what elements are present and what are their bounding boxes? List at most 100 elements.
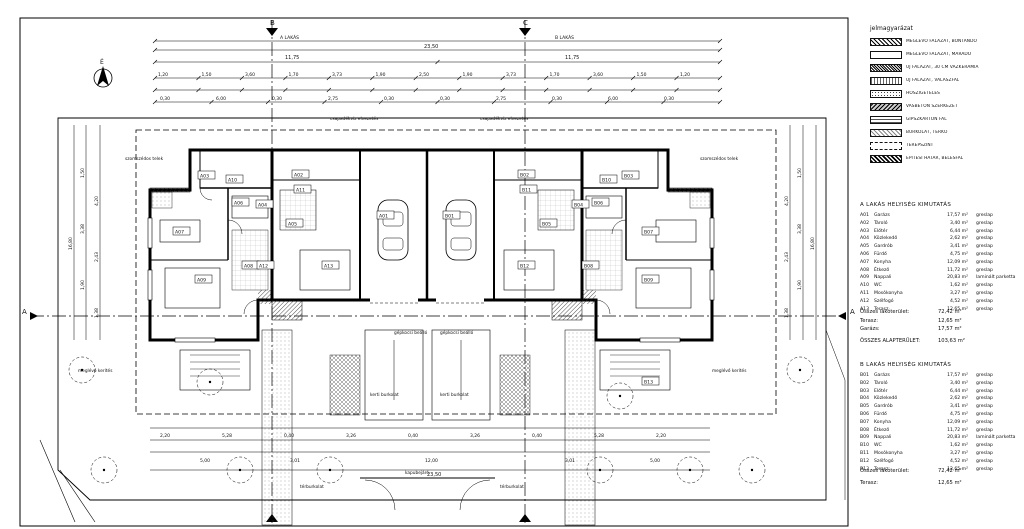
- room-label: A03: [200, 174, 209, 180]
- site-boundary: [57, 117, 827, 501]
- dim-label: 3,60: [245, 72, 255, 78]
- dim-label: 0,30: [160, 96, 170, 102]
- schedule-cell: greslap: [976, 443, 993, 449]
- dim-label-right: 11,75: [565, 55, 579, 61]
- schedule-cell: Tároló: [874, 380, 888, 386]
- schedule-a-summary: Összes lakóterület: 72,42 m²: [860, 309, 1020, 315]
- room-label: A06: [234, 201, 243, 207]
- dim-label: 3,01: [290, 458, 300, 464]
- schedule-cell: greslap: [976, 228, 993, 234]
- schedule-cell: 12,65 m²: [947, 306, 968, 312]
- schedule-cell: Terasz: [874, 466, 889, 472]
- room-tag: A09: [194, 274, 213, 284]
- note-text: szomszédos telek: [125, 155, 164, 162]
- room-label: B10: [602, 178, 611, 184]
- legend-label: TEREPSZINT: [906, 143, 934, 148]
- schedule-cell: B03: [860, 388, 869, 394]
- schedule-cell: greslap: [976, 236, 993, 242]
- legend-item: ÚJ FALAZAT, 30 CM VÁZKERÁMIA: [870, 62, 1020, 73]
- schedule-cell: A07: [860, 259, 869, 265]
- note-text: kapubejáró: [405, 469, 429, 476]
- room-label: A13: [324, 264, 333, 270]
- tree-icon: [586, 456, 614, 484]
- dim-label: 0,40: [532, 433, 542, 439]
- dim-label: 16,80: [68, 237, 74, 250]
- summary-key: ÖSSZES ALAPTERÜLET:: [860, 338, 921, 344]
- top-dimensions: [155, 40, 720, 103]
- dim-label: 1,90: [463, 72, 473, 78]
- schedule-cell: greslap: [976, 220, 993, 226]
- schedule-cell: WC: [874, 443, 882, 449]
- schedule-cell: 3,41 m²: [949, 244, 968, 250]
- note-text: térburkolat: [500, 483, 524, 490]
- room-label: B03: [624, 174, 633, 180]
- section-marker-label: C: [523, 19, 528, 27]
- schedule-cell: 4,52 m²: [949, 458, 968, 464]
- summary-value: 72,42 m²: [938, 468, 962, 474]
- section-marker-a-right: A: [838, 308, 855, 320]
- dim-label: 4,20: [784, 196, 790, 206]
- room-tag: A05: [285, 218, 304, 228]
- schedule-cell: 3,41 m²: [949, 404, 968, 410]
- room-tag: A12: [256, 260, 275, 270]
- schedule-cell: 2,62 m²: [949, 396, 968, 402]
- legend-label: HŐSZIGETELÉS: [906, 91, 940, 96]
- room-label: A09: [197, 278, 206, 284]
- legend-label: BURKOLAT, TÉRKŐ: [906, 130, 948, 135]
- schedule-cell: 6,44 m²: [949, 228, 968, 234]
- room-tag: A03: [197, 170, 216, 180]
- legend-label: ÉPÍTÉSI HATÁR, BÉLÉSFAL: [906, 156, 964, 161]
- tree-icon: [676, 456, 704, 484]
- legend-item: MEGLÉVŐ FALAZAT, BONTANDÓ: [870, 36, 1020, 47]
- schedule-cell: B06: [860, 411, 869, 417]
- room-label: B06: [594, 201, 603, 207]
- schedule-cell: A02: [860, 220, 869, 226]
- summary-key: Garázs:: [860, 326, 880, 332]
- dim-label: 1,90: [80, 280, 86, 290]
- dim-label: 0,40: [408, 433, 418, 439]
- schedule-b-summary: Terasz: 12,65 m²: [860, 480, 1020, 486]
- room-label: A02: [294, 173, 303, 179]
- dim-label: 2,43: [784, 252, 790, 262]
- schedule-cell: greslap: [976, 411, 993, 417]
- schedule-cell: 20,83 m²: [947, 435, 968, 441]
- dim-label: 3,38: [80, 224, 86, 234]
- schedule-cell: Nappali: [874, 435, 892, 441]
- legend-label: MEGLÉVŐ FALAZAT, BONTANDÓ: [906, 39, 978, 44]
- legend-item: VASBETON SZERKEZET: [870, 101, 1020, 112]
- schedule-title: A LAKÁS HELYISÉG KIMUTATÁS: [860, 202, 952, 208]
- schedule-cell: Közlekedő: [874, 236, 898, 242]
- dim-label: 2,50: [419, 72, 429, 78]
- schedule-cell: B12: [860, 458, 869, 464]
- legend-swatch: [870, 115, 902, 124]
- schedule-cell: 17,57 m²: [947, 213, 968, 218]
- schedule-cell: A10: [860, 283, 869, 289]
- schedule-cell: greslap: [976, 244, 993, 250]
- summary-key: Összes lakóterület:: [860, 309, 910, 315]
- dim-label: 1,70: [550, 72, 560, 78]
- dim-label: 5,00: [650, 458, 660, 464]
- schedule-cell: Terasz: [874, 306, 889, 312]
- note-text: gépkocsi beálló: [440, 329, 474, 336]
- summary-value: 72,42 m²: [938, 309, 962, 315]
- room-label: B08: [584, 264, 593, 270]
- schedule-cell: Étkező: [874, 267, 890, 273]
- room-label: B05: [542, 222, 551, 228]
- schedule-cell: 1,62 m²: [949, 283, 968, 289]
- schedule-cell: 6,44 m²: [949, 388, 968, 394]
- dim-label: 3,38: [797, 224, 803, 234]
- dim-label: 0,30: [552, 96, 562, 102]
- terrace-b: [599, 349, 671, 391]
- legend-label: ÚJ FALAZAT, 30 CM VÁZKERÁMIA: [906, 65, 979, 70]
- room-label: A08: [244, 264, 253, 270]
- schedule-cell: greslap: [976, 466, 993, 472]
- legend-swatch: [870, 37, 902, 46]
